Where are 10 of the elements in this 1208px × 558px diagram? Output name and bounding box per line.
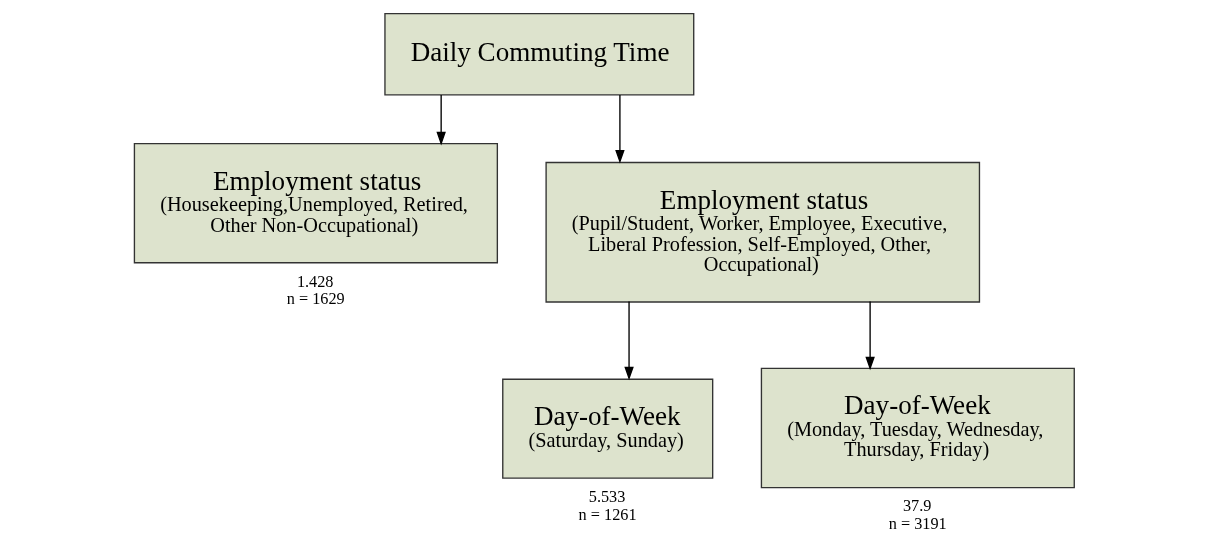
node-label: n = 1261 — [578, 505, 637, 524]
node-label: n = 3191 — [888, 514, 947, 533]
arrow — [865, 300, 875, 371]
node-label: n = 1629 — [286, 290, 345, 309]
node-label: 5.533 — [588, 487, 626, 506]
node-label: 37.9 — [902, 497, 932, 516]
arrow — [436, 94, 446, 146]
node-label: 1.428 — [296, 272, 334, 291]
arrow — [615, 94, 625, 164]
arrow — [624, 300, 634, 381]
